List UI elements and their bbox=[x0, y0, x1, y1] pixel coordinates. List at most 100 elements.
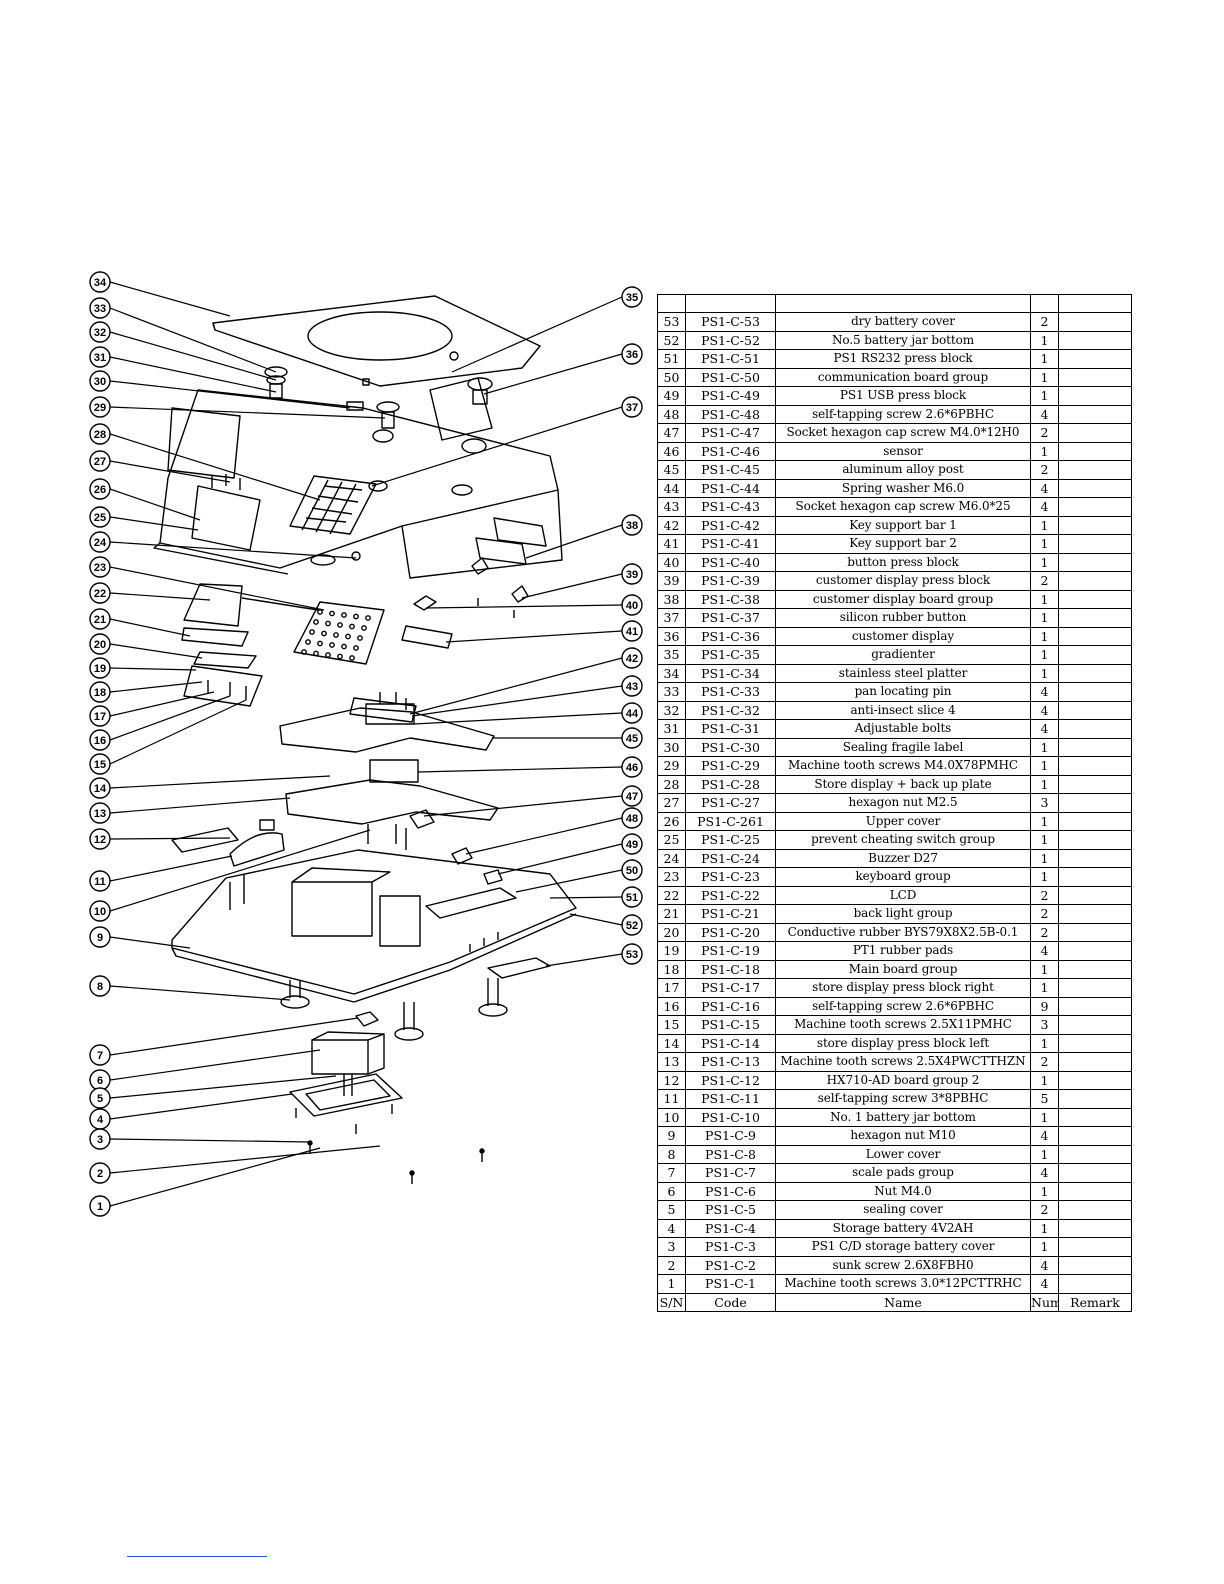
callout-37-bubble: 37 bbox=[621, 396, 643, 418]
cell-remark bbox=[1058, 1200, 1132, 1220]
callout-17-label: 17 bbox=[94, 711, 106, 723]
cell-name: Upper cover bbox=[775, 811, 1031, 831]
cell-sn: 23 bbox=[657, 867, 686, 887]
callout-3-bubble: 3 bbox=[89, 1128, 111, 1150]
key-support-part bbox=[349, 595, 453, 723]
cell-code: PS1-C-8 bbox=[685, 1144, 776, 1164]
lower-cover-part bbox=[171, 809, 577, 1003]
cell-code: PS1-C-7 bbox=[685, 1163, 776, 1183]
cell-code: PS1-C-46 bbox=[685, 441, 776, 461]
footer-rule bbox=[127, 1556, 267, 1557]
cell-num: 1 bbox=[1030, 756, 1059, 776]
leader-line bbox=[109, 1049, 321, 1081]
callout-21-label: 21 bbox=[94, 614, 106, 626]
cell-remark bbox=[1058, 682, 1132, 702]
cell-code: PS1-C-24 bbox=[685, 848, 776, 868]
callout-7-bubble: 7 bbox=[89, 1044, 111, 1066]
cell-code: PS1-C-39 bbox=[685, 571, 776, 591]
callout-40-bubble: 40 bbox=[621, 594, 643, 616]
keyboard-key-dot bbox=[301, 649, 307, 655]
storage-battery-part bbox=[289, 1011, 403, 1134]
cell-remark bbox=[1058, 737, 1132, 757]
keyboard-key-dot bbox=[309, 629, 315, 635]
cell-num: 1 bbox=[1030, 349, 1059, 369]
keyboard-key-dot bbox=[325, 620, 331, 627]
callout-45-label: 45 bbox=[626, 733, 638, 745]
cell-name: self-tapping screw 2.6*6PBHC bbox=[775, 996, 1031, 1016]
cell-remark bbox=[1058, 663, 1132, 683]
cell-code: PS1-C-14 bbox=[685, 1033, 776, 1053]
callout-21-bubble: 21 bbox=[89, 608, 111, 630]
leader-line bbox=[109, 691, 215, 717]
cell-num: 2 bbox=[1030, 904, 1059, 924]
cell-sn: 6 bbox=[657, 1181, 686, 1201]
cell-remark bbox=[1058, 497, 1132, 517]
cell-remark bbox=[1058, 312, 1132, 332]
cell-sn: 11 bbox=[657, 1089, 686, 1109]
keyboard-key-dot bbox=[313, 619, 319, 625]
cell-sn: 53 bbox=[657, 312, 686, 332]
keyboard-key-dot bbox=[337, 622, 343, 628]
cell-name: customer display board group bbox=[775, 589, 1031, 609]
cell-name: Machine tooth screws 3.0*12PCTTRHC bbox=[775, 1274, 1031, 1294]
cell-name: hexagon nut M10 bbox=[775, 1126, 1031, 1146]
cell-remark bbox=[1058, 1255, 1132, 1275]
cell-sn: 41 bbox=[657, 534, 686, 554]
cell-name: Spring washer M6.0 bbox=[775, 478, 1031, 498]
cell-sn: 50 bbox=[657, 367, 686, 387]
callout-35-bubble: 35 bbox=[621, 286, 643, 308]
cell-remark bbox=[1058, 922, 1132, 942]
cell-num: 2 bbox=[1030, 423, 1059, 443]
cell-sn: 48 bbox=[657, 404, 686, 424]
leader-line bbox=[109, 681, 203, 693]
callout-45-bubble: 45 bbox=[621, 727, 643, 749]
cell-remark bbox=[1058, 1052, 1132, 1072]
cell-num: 1 bbox=[1030, 959, 1059, 979]
callout-46-label: 46 bbox=[626, 762, 638, 774]
leader-line bbox=[371, 406, 623, 487]
callout-32-label: 32 bbox=[94, 327, 106, 339]
cell-name: self-tapping screw 3*8PBHC bbox=[775, 1089, 1031, 1109]
callout-31-bubble: 31 bbox=[89, 346, 111, 368]
keyboard-key-dot bbox=[361, 625, 367, 631]
cell-sn: 31 bbox=[657, 719, 686, 739]
leader-line bbox=[109, 281, 231, 317]
cell-code: PS1-C-23 bbox=[685, 867, 776, 887]
cell-remark bbox=[1058, 867, 1132, 887]
column-code: Code bbox=[685, 1292, 776, 1312]
callout-53-bubble: 53 bbox=[621, 943, 643, 965]
cell-sn: 26 bbox=[657, 811, 686, 831]
cell-name: HX710-AD board group 2 bbox=[775, 1070, 1031, 1090]
cell-sn: 49 bbox=[657, 386, 686, 406]
callout-16-label: 16 bbox=[94, 735, 106, 747]
cell-name: communication board group bbox=[775, 367, 1031, 387]
cell-code: PS1-C-2 bbox=[685, 1255, 776, 1275]
leader-line bbox=[109, 433, 321, 501]
cell-sn: 14 bbox=[657, 1033, 686, 1053]
cell-remark bbox=[1058, 1033, 1132, 1053]
cell-num: 2 bbox=[1030, 922, 1059, 942]
cell-code: PS1-C-44 bbox=[685, 478, 776, 498]
cell-code: PS1-C-20 bbox=[685, 922, 776, 942]
cell-code: PS1-C-1 bbox=[685, 1274, 776, 1294]
cell-code: PS1-C-12 bbox=[685, 1070, 776, 1090]
callout-10-label: 10 bbox=[94, 906, 106, 918]
callout-42-bubble: 42 bbox=[621, 647, 643, 669]
cell-code: PS1-C-48 bbox=[685, 404, 776, 424]
cell-name: sensor bbox=[775, 441, 1031, 461]
leader-line bbox=[109, 1017, 359, 1056]
leader-line bbox=[549, 896, 623, 899]
